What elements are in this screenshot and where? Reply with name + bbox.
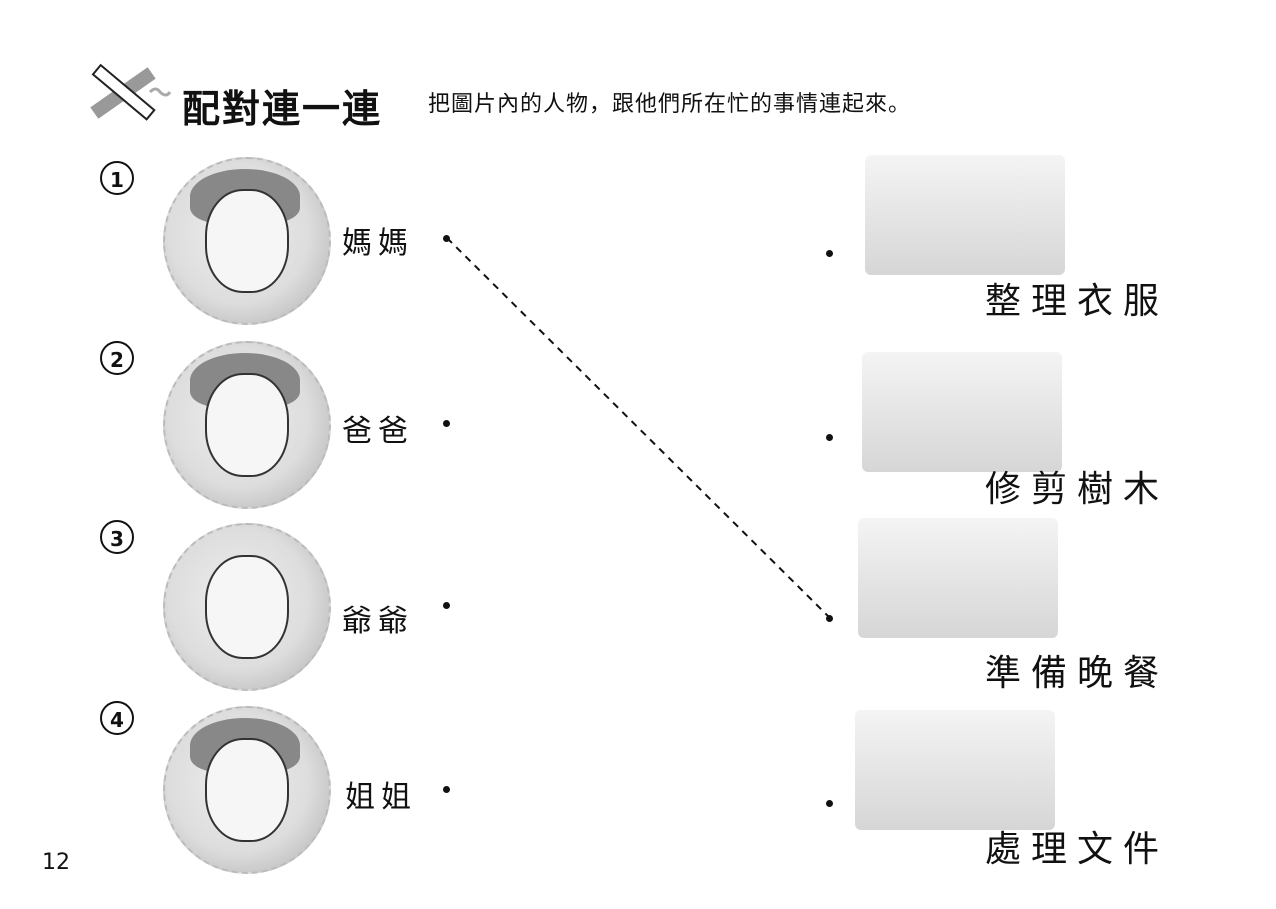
scene-dinner-image <box>858 518 1058 638</box>
connect-dot-grandpa[interactable] <box>443 602 450 609</box>
portrait-mom <box>163 157 331 325</box>
connect-dot-mom[interactable] <box>443 235 450 242</box>
number-badge: 4 <box>100 701 134 735</box>
number-badge: 2 <box>100 341 134 375</box>
activity-label: 處理文件 <box>985 829 1170 870</box>
portrait-grandpa <box>163 523 331 691</box>
scene-clothes-image <box>865 155 1065 275</box>
number-badge: 1 <box>100 161 134 195</box>
person-label: 爸爸 <box>342 414 414 449</box>
page-number: 12 <box>42 850 70 875</box>
pencil-ruler-icon <box>90 63 172 121</box>
instruction-text: 把圖片內的人物，跟他們所在忙的事情連起來。 <box>428 92 912 117</box>
connect-dot-sister[interactable] <box>443 786 450 793</box>
number-badge: 3 <box>100 520 134 554</box>
connect-dot-dinner[interactable] <box>826 615 833 622</box>
activity-title: 配對連一連 <box>182 87 383 131</box>
activity-label: 整理衣服 <box>985 281 1170 322</box>
portrait-dad <box>163 341 331 509</box>
scene-documents-image <box>855 710 1055 830</box>
scene-trees-image <box>862 352 1062 472</box>
connect-dot-trees[interactable] <box>826 434 833 441</box>
connect-dot-dad[interactable] <box>443 420 450 427</box>
portrait-sister <box>163 706 331 874</box>
person-label: 媽媽 <box>342 226 414 261</box>
person-label: 爺爺 <box>342 604 414 639</box>
connect-dot-documents[interactable] <box>826 800 833 807</box>
activity-label: 修剪樹木 <box>985 469 1170 510</box>
person-label: 姐姐 <box>345 780 417 815</box>
activity-label: 準備晚餐 <box>985 653 1170 694</box>
connect-dot-clothes[interactable] <box>826 250 833 257</box>
